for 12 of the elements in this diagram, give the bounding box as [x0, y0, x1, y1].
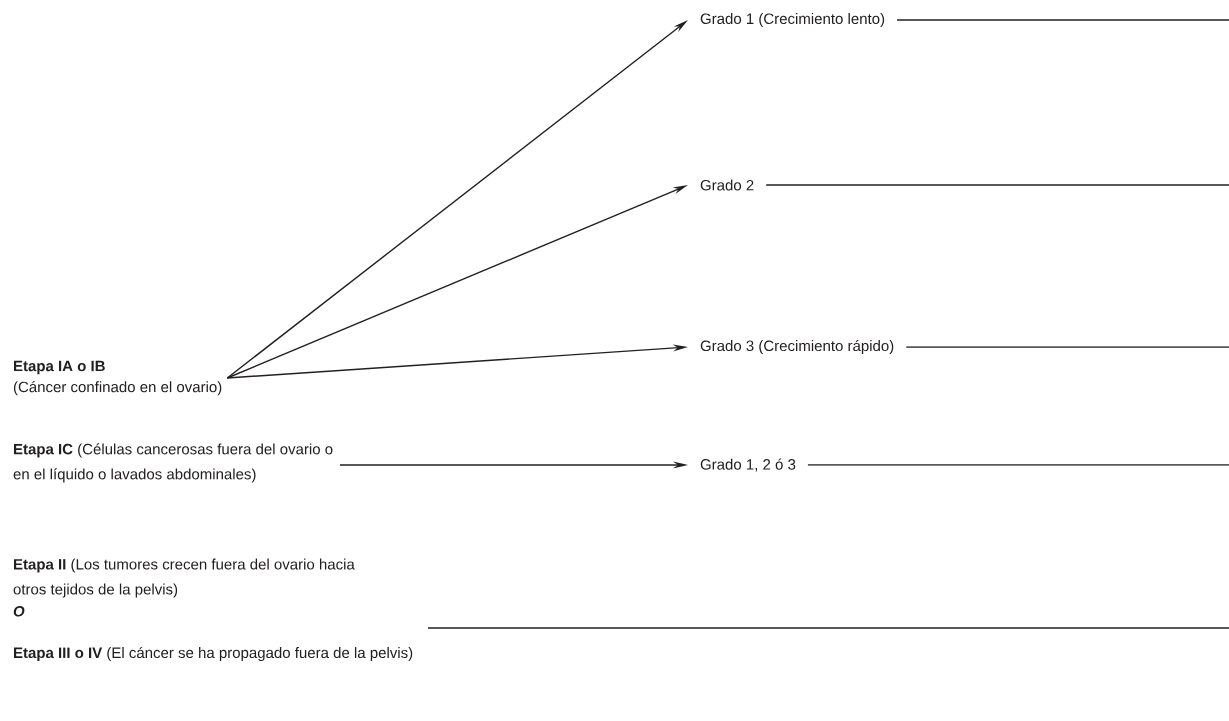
connector-line: [896, 19, 1229, 21]
stage-label: Etapa IC (Células cancerosas fuera del ovario o en el líquido o lavados abdominales): [13, 443, 333, 483]
grade-label: Grado 2: [700, 179, 754, 191]
grade-label: Grado 1 (Crecimiento lento): [700, 13, 885, 27]
connector-line: [427, 627, 1229, 629]
connector-line: [807, 464, 1229, 466]
stage-label: Etapa IA o IB (Cáncer confinado en el ovario): [13, 360, 222, 396]
connector-line: [905, 346, 1229, 348]
connector-line: [765, 184, 1229, 186]
grade-label: Grado 1, 2 ó 3: [700, 458, 796, 472]
grade-label: Grado 3 (Crecimiento rápido): [700, 339, 894, 355]
stage-label: Etapa II (Los tumores crecen fuera del ovario hacia otros tejidos de la pelvis) O Etapa III o IV (El cáncer se ha propagado fuera de la pelvis): [13, 558, 413, 662]
